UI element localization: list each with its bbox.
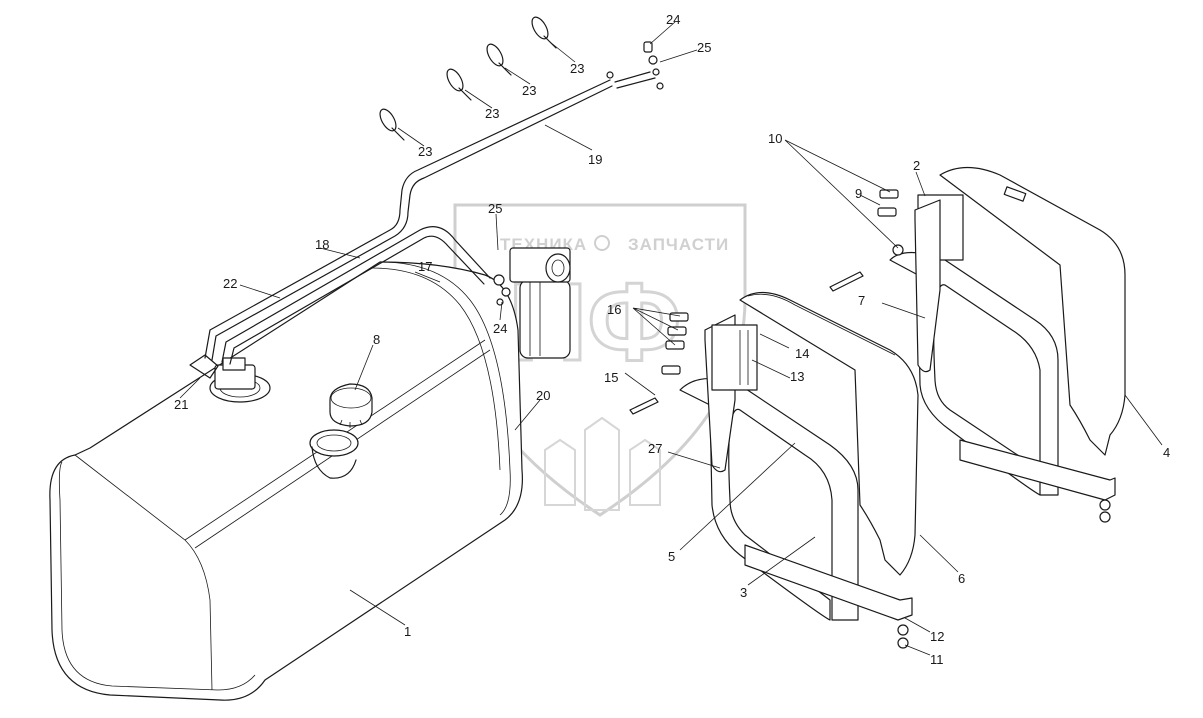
callout-18: 18 [315,237,329,252]
callout-19: 19 [588,152,602,167]
callout-24-b: 24 [493,321,507,336]
callout-23-d: 23 [570,61,584,76]
callout-13: 13 [790,369,804,384]
leader-lines [179,21,1163,656]
callout-11: 11 [930,652,944,667]
callout-10: 10 [768,131,782,146]
callout-27: 27 [648,441,662,456]
callout-21: 21 [174,397,188,412]
callout-labels: 1 2 3 4 5 6 7 8 9 10 11 12 13 14 15 16 1… [174,12,1170,667]
callout-25-b: 25 [488,201,502,216]
watermark-right-text: ЗАПЧАСТИ [628,235,729,254]
callout-5: 5 [668,549,675,564]
hose-clips [379,16,557,141]
callout-14: 14 [795,346,809,361]
callout-25-a: 25 [697,40,711,55]
callout-23-c: 23 [522,83,536,98]
top-fittings [643,41,664,90]
fuel-tank [49,261,523,701]
fuel-return-line [614,71,656,89]
filler-cap [329,383,373,428]
callout-9: 9 [855,186,862,201]
level-sensor [189,354,256,390]
callout-24-a: 24 [666,12,680,27]
callout-8: 8 [373,332,380,347]
callout-23-b: 23 [485,106,499,121]
callout-6: 6 [958,571,965,586]
callout-3: 3 [740,585,747,600]
callout-2: 2 [913,158,920,173]
callout-16: 16 [607,302,621,317]
left-bracket-assembly [629,291,919,649]
callout-17: 17 [418,259,432,274]
callout-1: 1 [404,624,411,639]
callout-15: 15 [604,370,618,385]
fuel-filter [493,247,571,359]
right-bracket-assembly [829,166,1126,523]
callout-7: 7 [858,293,865,308]
fuel-lines [204,71,614,365]
callout-22: 22 [223,276,237,291]
callout-20: 20 [536,388,550,403]
callout-4: 4 [1163,445,1170,460]
callout-23-a: 23 [418,144,432,159]
callout-12: 12 [930,629,944,644]
watermark-gear-icon [594,235,610,251]
